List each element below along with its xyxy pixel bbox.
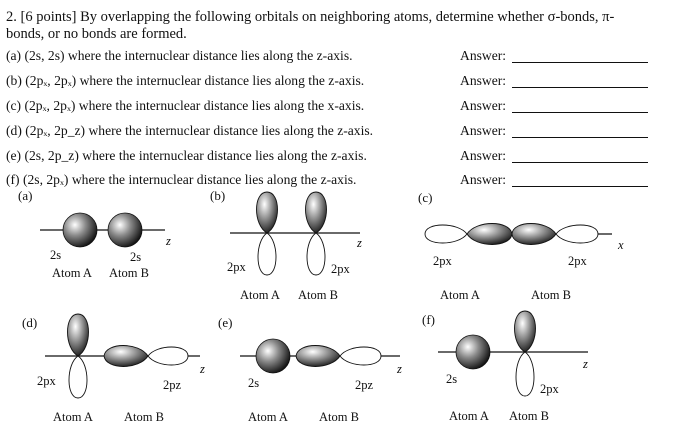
atom-b-label: Atom B <box>124 410 164 424</box>
orbital-label: 2s <box>130 250 142 264</box>
axis-label: z <box>583 357 588 371</box>
diagram-e <box>240 338 400 374</box>
diagram-b <box>230 191 360 276</box>
panel-label-b: (b) <box>210 188 226 203</box>
p-orbital-lobe-open <box>257 232 277 276</box>
orbital-label: 2px <box>227 260 246 274</box>
orbital-label: 2px <box>433 254 452 268</box>
answer-blank-e[interactable] <box>512 162 648 163</box>
orbital-label: 2px <box>568 254 587 268</box>
panel-label-e: (e) <box>218 315 233 330</box>
p-orbital-lobe-shaded <box>514 310 536 353</box>
axis-label: z <box>357 236 362 250</box>
p-orbital-lobe-open <box>147 346 189 366</box>
2s-orbital-sphere <box>455 334 491 370</box>
diagram-d <box>45 313 200 399</box>
answer-blank-d[interactable] <box>512 137 648 138</box>
2s-orbital-sphere <box>62 212 98 248</box>
orbital-label: 2px <box>37 374 56 388</box>
p-orbital-lobe-open <box>339 346 382 366</box>
atom-a-label: Atom A <box>248 410 288 424</box>
answer-label-e: Answer: <box>460 148 507 163</box>
item-c-text: (c) (2pₓ, 2pₓ) where the internuclear di… <box>6 98 365 113</box>
diagram-a <box>40 212 165 248</box>
panel-label-f: (f) <box>422 312 435 327</box>
p-orbital-lobe-shaded <box>256 191 278 234</box>
item-f-text: (f) (2s, 2pₓ) where the internuclear dis… <box>6 172 357 187</box>
item-b-text: (b) (2pₓ, 2pₓ) where the internuclear di… <box>6 73 365 88</box>
answer-label-f: Answer: <box>460 172 507 187</box>
answer-blank-f[interactable] <box>512 186 648 187</box>
orbital-label: 2px <box>540 382 559 396</box>
axis-label: z <box>200 362 205 376</box>
p-orbital-lobe-open <box>306 232 326 276</box>
atom-a-label: Atom A <box>240 288 280 302</box>
item-a-text: (a) (2s, 2s) where the internuclear dist… <box>6 48 353 63</box>
item-e-text: (e) (2s, 2p_z) where the internuclear di… <box>6 148 367 163</box>
panel-label-d: (d) <box>22 315 38 330</box>
p-orbital-lobe-shaded <box>103 345 149 367</box>
orbital-label: 2pz <box>355 378 374 392</box>
p-orbital-lobe-shaded <box>466 223 513 245</box>
p-orbital-lobe-shaded <box>295 345 341 367</box>
p-orbital-lobe-shaded <box>305 191 327 234</box>
panel-label-c: (c) <box>418 190 433 205</box>
orbital-label: 2px <box>331 262 350 276</box>
atom-b-label: Atom B <box>109 266 149 280</box>
atom-b-label: Atom B <box>319 410 359 424</box>
diagram-f <box>438 310 588 397</box>
atom-a-label: Atom A <box>53 410 93 424</box>
axis-label: x <box>618 238 624 252</box>
orbital-label: 2s <box>446 372 458 386</box>
p-orbital-lobe-shaded <box>67 313 89 357</box>
question-line-2: bonds, or no bonds are formed. <box>6 26 187 42</box>
answer-blank-c[interactable] <box>512 112 648 113</box>
atom-b-label: Atom B <box>531 288 571 302</box>
p-orbital-lobe-open <box>515 351 535 397</box>
atom-a-label: Atom A <box>52 266 92 280</box>
atom-a-label: Atom A <box>449 409 489 423</box>
question-line-1: 2. [6 points] By overlapping the followi… <box>6 9 615 25</box>
atom-b-label: Atom B <box>298 288 338 302</box>
2s-orbital-sphere <box>107 212 143 248</box>
answer-label-d: Answer: <box>460 123 507 138</box>
answer-blank-a[interactable] <box>512 62 648 63</box>
p-orbital-lobe-open <box>555 224 599 244</box>
answer-label-c: Answer: <box>460 98 507 113</box>
p-orbital-lobe-shaded <box>511 223 557 245</box>
2s-orbital-sphere <box>255 338 291 374</box>
item-d-text: (d) (2pₓ, 2p_z) where the internuclear d… <box>6 123 374 138</box>
answer-blank-b[interactable] <box>512 87 648 88</box>
atom-a-label: Atom A <box>440 288 480 302</box>
axis-label: z <box>166 234 171 248</box>
p-orbital-lobe-open <box>68 355 88 399</box>
orbital-label: 2s <box>50 248 62 262</box>
orbital-label: 2pz <box>163 378 182 392</box>
atom-b-label: Atom B <box>509 409 549 423</box>
p-orbital-lobe-open <box>424 224 468 244</box>
answer-label-b: Answer: <box>460 73 507 88</box>
panel-label-a: (a) <box>18 188 33 203</box>
diagram-c <box>424 223 612 245</box>
axis-label: z <box>397 362 402 376</box>
answer-label-a: Answer: <box>460 48 507 63</box>
orbital-label: 2s <box>248 376 260 390</box>
